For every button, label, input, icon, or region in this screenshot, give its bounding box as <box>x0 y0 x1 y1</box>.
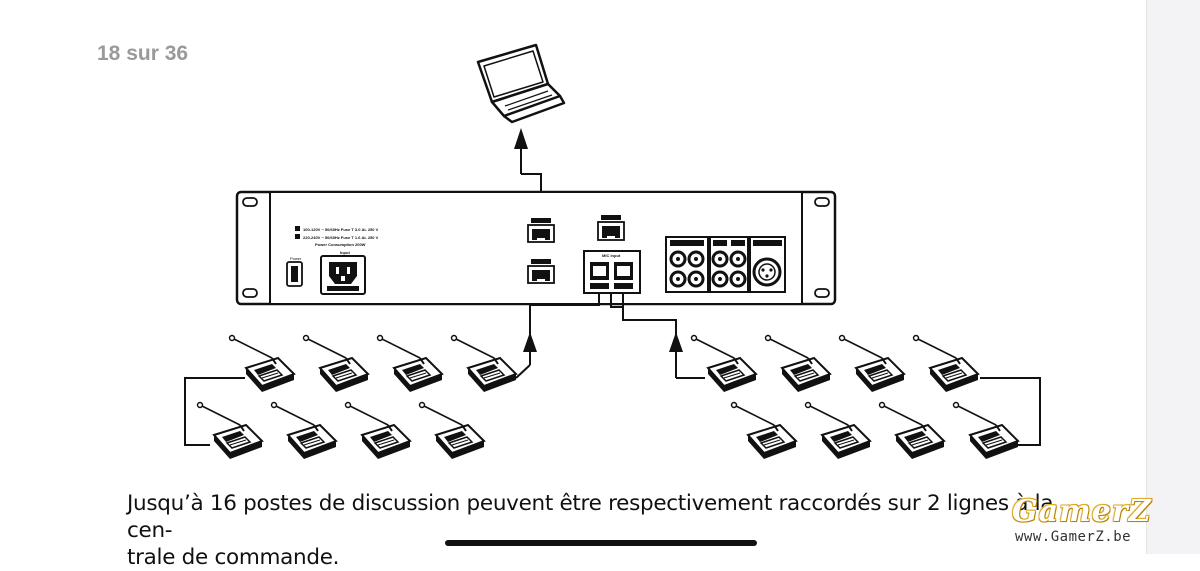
microphone-unit <box>804 401 871 460</box>
audio-output-ports <box>665 236 786 293</box>
microphone-unit <box>912 334 979 393</box>
mic-input-ports: MIC input <box>583 250 641 294</box>
microphone-unit <box>228 334 295 393</box>
microphone-unit <box>764 334 831 393</box>
power-label: Power <box>290 256 302 261</box>
microphone-unit <box>838 334 905 393</box>
microphone-unit <box>344 401 411 460</box>
scrollbar-track[interactable] <box>1146 0 1200 554</box>
mic-input-label: MIC input <box>602 253 621 258</box>
home-indicator[interactable] <box>445 540 757 546</box>
ethernet-port <box>527 218 555 243</box>
watermark-url: www.GamerZ.be <box>1015 529 1132 545</box>
microphone-unit <box>730 401 797 460</box>
power-inlet <box>320 255 366 295</box>
control-unit: 100-120V ~ 50/60Hz Fuse T 3.0 AL 250 V 2… <box>235 190 837 306</box>
microphone-unit <box>450 334 517 393</box>
microphone-unit <box>878 401 945 460</box>
microphone-units-left <box>196 334 517 460</box>
arrow-up-icon <box>514 128 528 149</box>
power-consumption-label: Power Consumption 200W <box>315 242 366 247</box>
microphone-unit <box>196 401 263 460</box>
arrow-up-icon <box>523 332 537 352</box>
document-page: 18 sur 36 100-120V ~ 50/6 <box>97 42 1054 570</box>
microphone-unit <box>690 334 757 393</box>
ethernet-port <box>527 259 555 284</box>
watermark-logo: GamerZ <box>1012 494 1152 529</box>
microphone-unit <box>270 401 337 460</box>
voltage-label-1: 100-120V ~ 50/60Hz Fuse T 3.0 AL 250 V <box>303 227 379 232</box>
caption-text: Jusqu’à 16 postes de discussion peuvent … <box>127 491 1054 570</box>
mic-line-cables <box>184 292 1041 446</box>
figure-caption: Jusqu’à 16 postes de discussion peuvent … <box>127 490 1062 571</box>
laptop-icon <box>476 43 566 124</box>
microphone-unit <box>952 401 1019 460</box>
microphone-unit <box>418 401 485 460</box>
connection-diagram: 100-120V ~ 50/60Hz Fuse T 3.0 AL 250 V 2… <box>184 43 1041 460</box>
microphone-unit <box>302 334 369 393</box>
arrow-up-icon <box>669 332 683 352</box>
voltage-label-2: 220-240V ~ 50/60Hz Fuse T 1.6 AL 250 V <box>303 235 379 240</box>
microphone-unit <box>376 334 443 393</box>
microphone-units-right <box>690 334 1019 460</box>
input-label: Input <box>340 250 350 255</box>
page-indicator: 18 sur 36 <box>97 42 189 65</box>
ethernet-port <box>597 215 625 241</box>
watermark: GamerZ www.GamerZ.be <box>1012 494 1182 550</box>
